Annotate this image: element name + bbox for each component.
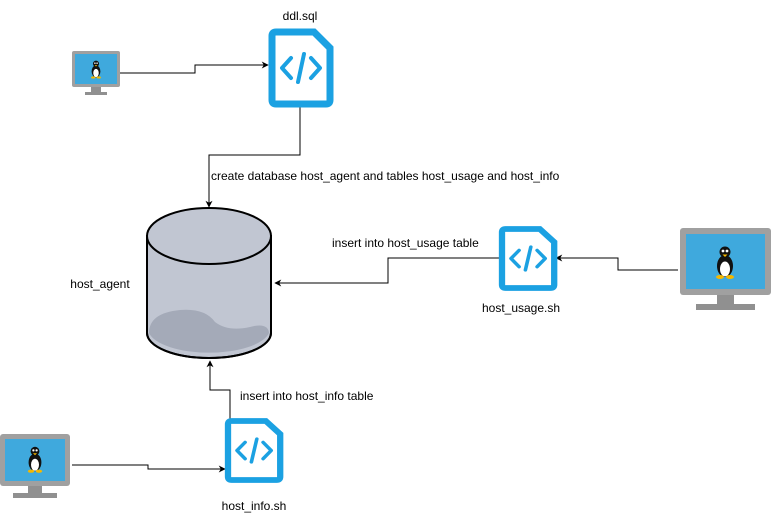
database-cylinder-icon — [146, 207, 272, 359]
linux-monitor-icon — [72, 51, 120, 95]
edge-label-insert-host-info: insert into host_info table — [240, 389, 374, 403]
ddl-sql-label: ddl.sql — [283, 9, 318, 23]
host-usage-file-icon — [502, 229, 554, 288]
edge-monitor-to-host-info — [72, 464, 226, 473]
database-label: host_agent — [70, 277, 130, 291]
edge-label-create-database: create database host_agent and tables ho… — [211, 169, 560, 183]
edge-monitor-to-ddl — [120, 61, 269, 74]
edge-monitor-to-host-usage — [555, 254, 678, 271]
edge-label-insert-host-usage: insert into host_usage table — [332, 236, 479, 250]
host-usage-label: host_usage.sh — [482, 301, 560, 315]
edge-ddl-to-database — [205, 101, 301, 208]
linux-monitor-icon — [0, 434, 70, 498]
host-info-label: host_info.sh — [222, 499, 287, 513]
ddl-sql-file-icon — [272, 32, 330, 104]
host-info-file-icon — [228, 421, 280, 480]
linux-monitor-icon — [680, 228, 771, 310]
edge-host-usage-to-database — [274, 257, 500, 287]
edge-host-info-to-database — [206, 360, 231, 420]
